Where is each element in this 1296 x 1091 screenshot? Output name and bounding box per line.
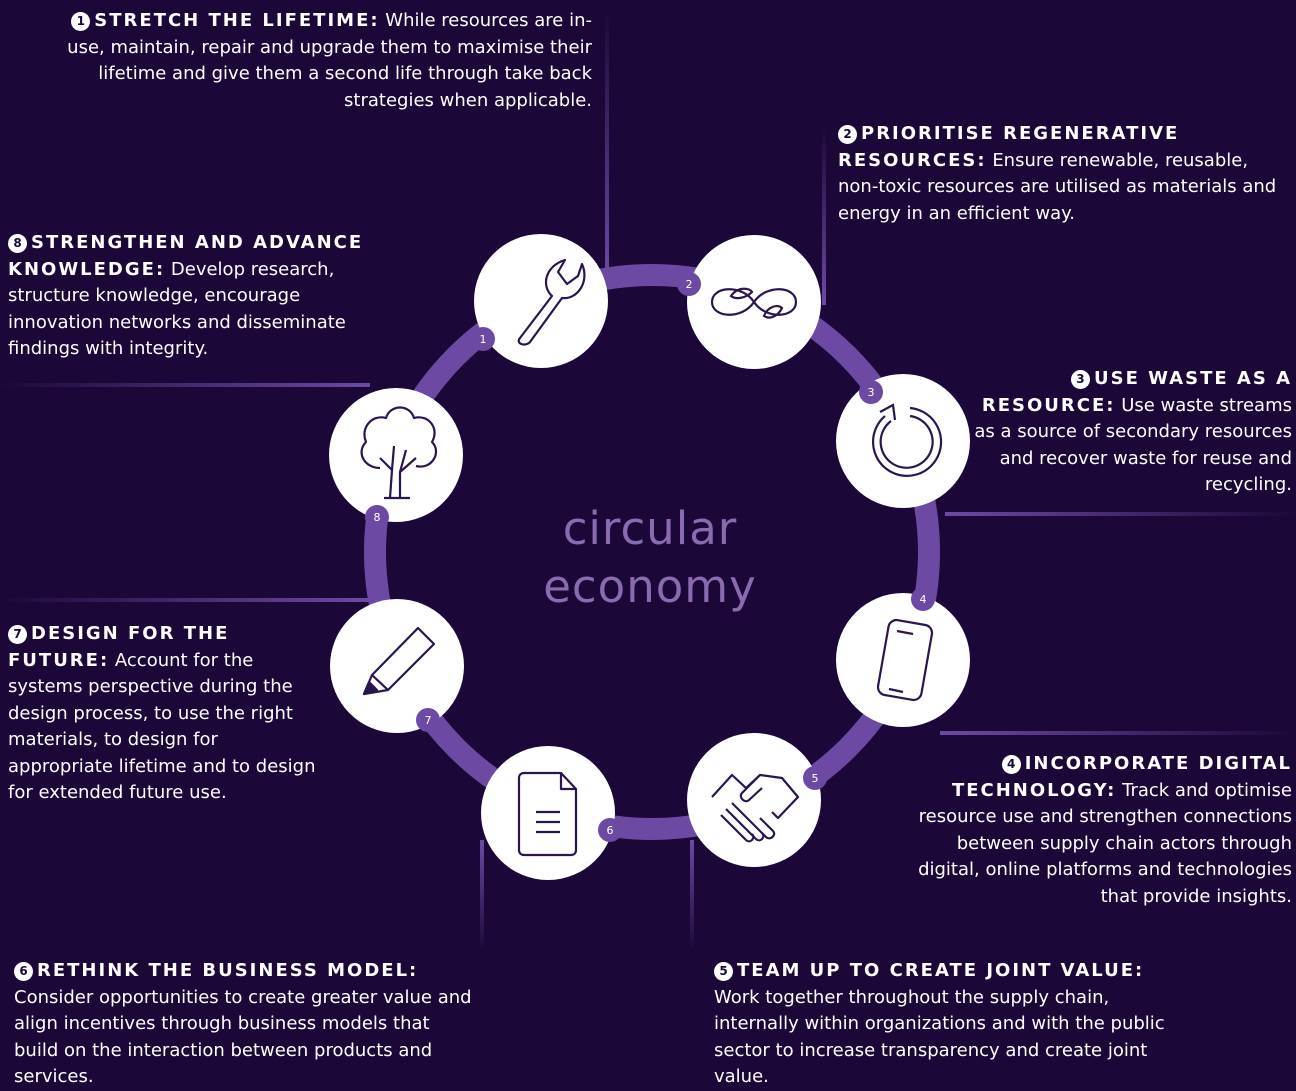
node-badge-4: 4 (920, 593, 927, 606)
node-badge-2: 2 (686, 278, 693, 291)
step-3-body: Use waste streams as a source of seconda… (974, 394, 1292, 496)
node-badge-3: 3 (868, 386, 875, 399)
step-4-number: 4 (1001, 755, 1021, 774)
center-label-line2: economy (543, 560, 757, 613)
node-5: 5 (687, 733, 827, 867)
step-3-title: USE WASTE AS A RESOURCE: (981, 368, 1292, 416)
step-4-title: INCORPORATE DIGITAL TECHNOLOGY: (951, 753, 1292, 801)
step-8-body: Develop research, structure knowledge, e… (8, 258, 346, 360)
step-1-body: While resources are in-use, maintain, re… (67, 10, 592, 111)
ring (364, 264, 940, 840)
node-badge-6: 6 (607, 824, 614, 837)
node-8: 8 (329, 388, 463, 529)
step-6-title: RETHINK THE BUSINESS MODEL: (37, 960, 419, 981)
step-6-body: Consider opportunities to create greater… (14, 986, 472, 1088)
step-4-body: Track and optimise resource use and stre… (918, 779, 1292, 907)
step-1-title: STRETCH THE LIFETIME: (94, 10, 380, 31)
step-2-number: 2 (838, 125, 857, 144)
center-label-line1: circular (562, 502, 738, 555)
step-5-title: TEAM UP TO CREATE JOINT VALUE: (737, 960, 1145, 981)
step-5-body: Work together throughout the supply chai… (714, 986, 1165, 1088)
smartphone-icon (876, 618, 934, 702)
connector-line-5 (690, 840, 694, 950)
document-icon (517, 771, 578, 857)
step-7-number: 7 (8, 625, 27, 644)
infinity-leaf-icon (710, 287, 798, 319)
node-badge-7: 7 (425, 714, 432, 727)
connector-line-7 (0, 598, 370, 602)
step-1-number: 1 (71, 12, 91, 31)
node-badge-8: 8 (374, 511, 381, 524)
connector-line-1 (605, 10, 609, 280)
node-badge-1: 1 (480, 333, 487, 346)
connector-lines (0, 10, 1296, 950)
node-1: 1 (471, 234, 608, 368)
connector-line-8 (0, 383, 370, 387)
step-2-body: Ensure renewable, reusable, non-toxic re… (838, 149, 1277, 224)
handshake-icon (711, 773, 800, 843)
connector-line-6 (480, 840, 484, 950)
node-6: 6 (481, 746, 622, 880)
pencil-icon (362, 626, 436, 696)
step-3-number: 3 (1070, 370, 1090, 389)
step-8-number: 8 (8, 234, 27, 253)
step-6-number: 6 (14, 962, 33, 981)
tree-icon (360, 406, 438, 500)
step-5-number: 5 (714, 962, 733, 981)
connector-line-2 (822, 125, 826, 305)
node-badge-5: 5 (812, 772, 819, 785)
cycle-arrow-icon (871, 403, 943, 477)
step-7-body: Account for the systems perspective duri… (8, 649, 316, 804)
center-label: circular economy (480, 500, 820, 616)
step-7-title: DESIGN FOR THE FUTURE: (8, 623, 230, 671)
node-2: 2 (677, 235, 821, 369)
node-7: 7 (330, 599, 464, 733)
node-3: 3 (836, 374, 970, 508)
connector-line-3 (945, 512, 1296, 516)
node-4: 4 (836, 587, 970, 727)
step-2-title: PRIORITISE REGENERATIVE RESOURCES: (838, 123, 1180, 171)
connector-line-4 (940, 731, 1296, 735)
wrench-icon (517, 258, 586, 346)
step-8-title: STRENGTHEN AND ADVANCE KNOWLEDGE: (8, 232, 364, 280)
